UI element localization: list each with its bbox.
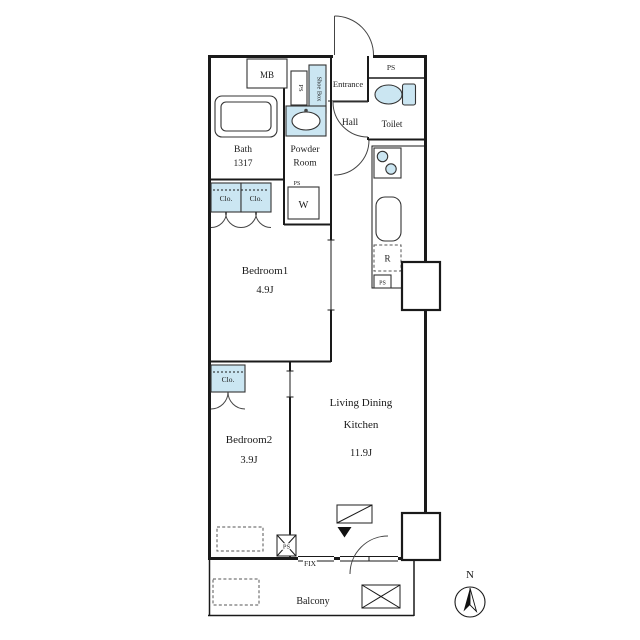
shoe-box: Shoe Box: [308, 64, 327, 114]
north-compass-icon: N: [454, 569, 486, 618]
closet1-label: Clo.: [220, 194, 233, 203]
hall-label: Hall: [342, 118, 359, 128]
bathtub-icon: [214, 95, 278, 138]
pipe-space-kitchen-label: PS: [379, 281, 386, 287]
toilet-door-arc: [332, 101, 369, 138]
balcony-label: Balcony: [296, 596, 329, 607]
door-swing-marker-icon: [337, 527, 352, 538]
refrigerator-box: R: [373, 244, 402, 272]
entrance-door-arc: [334, 15, 374, 56]
ldk-size-label: 11.9J: [350, 448, 372, 459]
walls: [208, 55, 427, 562]
pipe-space-kitchen: PS: [373, 274, 392, 289]
bath-size-label: 1317: [234, 159, 253, 169]
balcony-outline: Balcony: [208, 560, 415, 617]
refrigerator-label: R: [384, 254, 390, 264]
balcony-shaft-icon: [361, 584, 401, 609]
toilet-icon: [374, 83, 417, 106]
ldk-label-line1: Living Dining: [330, 397, 393, 409]
balcony-hatch-area: [212, 578, 260, 606]
hall-ldk-door-arc: [333, 139, 370, 176]
powder-room-label-line1: Powder: [290, 145, 320, 155]
exterior-shaft-lower: [400, 511, 442, 562]
pipe-space-entrance-label: PS: [297, 84, 304, 92]
bedroom2-closet: Clo.: [210, 364, 246, 393]
north-label: N: [466, 569, 474, 581]
vanity-sink-icon: [285, 105, 327, 137]
closet3-label: Clo.: [222, 375, 235, 384]
shoe-box-label: Shoe Box: [316, 77, 323, 103]
ldk-door-arc: [349, 535, 389, 575]
meter-box-label: MB: [260, 70, 274, 80]
bedroom2-size-label: 3.9J: [240, 455, 257, 466]
exterior-shaft-upper: [400, 260, 442, 312]
toilet-label: Toilet: [382, 119, 403, 129]
ldk-label-line2: Kitchen: [344, 419, 379, 431]
pipe-space-washer-label: PS: [294, 181, 301, 187]
pipe-space-top-right-label: PS: [387, 63, 395, 72]
bedroom1-closets: Clo. Clo.: [210, 182, 272, 213]
bedroom1-closet-door-arcs: [210, 211, 272, 228]
bedroom2-label: Bedroom2: [226, 434, 272, 446]
closet2-label: Clo.: [250, 194, 263, 203]
pipe-space-bottom-label: PS: [283, 544, 291, 551]
bedroom2-hatch-area: [216, 526, 264, 552]
entrance-label: Entrance: [333, 79, 363, 89]
ldk-counter-unit: [336, 504, 373, 524]
bath-label: Bath: [234, 145, 252, 155]
fix-window-label: FIX: [304, 559, 317, 568]
stove-icon: [373, 147, 402, 179]
bedroom1-size-label: 4.9J: [256, 285, 273, 296]
pipe-space-entrance: PS: [290, 70, 308, 106]
pipe-space-bottom: PS: [276, 534, 297, 557]
washing-machine-label: W: [299, 200, 309, 211]
bedroom1-label: Bedroom1: [242, 265, 288, 277]
meter-box: MB: [246, 58, 288, 89]
bedroom2-closet-door-arcs: [210, 391, 246, 410]
washing-machine-box: PS W: [287, 181, 320, 220]
powder-room-label-line2: Room: [293, 159, 317, 169]
kitchen-counter: R PS: [371, 145, 425, 289]
kitchen-sink-icon: [375, 196, 402, 242]
door-arcs: [210, 15, 389, 575]
